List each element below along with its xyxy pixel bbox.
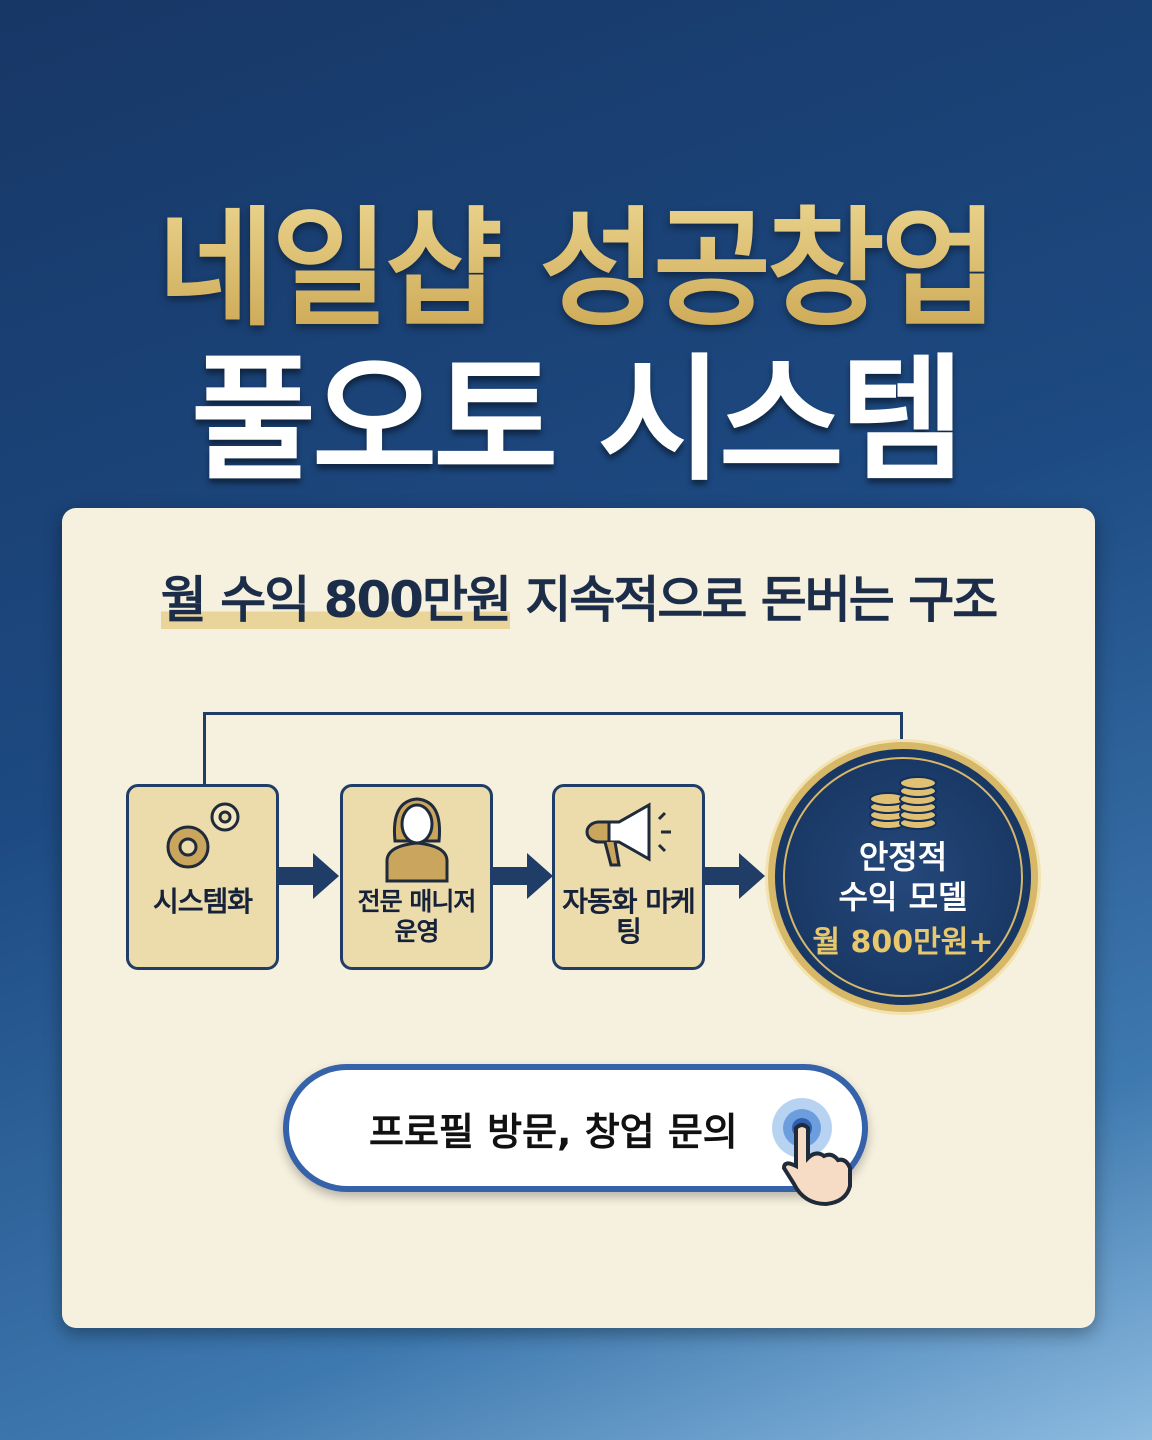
step-marketing: 자동화 마케팅 xyxy=(552,784,705,970)
contact-cta-button[interactable]: 프로필 방문, 창업 문의 xyxy=(283,1064,868,1192)
arrow-icon xyxy=(493,853,553,899)
subtitle-highlight: 월 수익 800만원 xyxy=(160,571,512,629)
pointer-hand-icon xyxy=(772,1098,852,1207)
result-badge: 안정적 수익 모델 월 800만원+ xyxy=(768,742,1038,1012)
step-label: 시스템화 xyxy=(152,885,253,918)
subtitle-rest: 지속적으로 돈버는 구조 xyxy=(509,571,998,629)
title-line2: 풀오토 시스템 xyxy=(190,342,965,500)
subtitle: 월 수익 800만원 지속적으로 돈버는 구조 xyxy=(62,560,1095,632)
step-systemize: 시스템화 xyxy=(126,784,279,970)
step-label: 전문 매니저 운영 xyxy=(357,887,477,946)
megaphone-icon xyxy=(555,787,702,887)
manager-icon xyxy=(343,787,490,887)
step-manager: 전문 매니저 운영 xyxy=(340,784,493,970)
info-card: 월 수익 800만원 지속적으로 돈버는 구조 시스템화 전문 매니저 운영 자… xyxy=(62,508,1095,1328)
step-label: 자동화 마케팅 xyxy=(562,885,696,948)
gears-icon xyxy=(129,787,276,887)
title-line1: 네일샵 성공창업 xyxy=(0,165,1152,350)
cta-label: 프로필 방문, 창업 문의 xyxy=(369,1109,738,1154)
arrow-icon xyxy=(705,853,765,899)
arrow-icon xyxy=(279,853,339,899)
